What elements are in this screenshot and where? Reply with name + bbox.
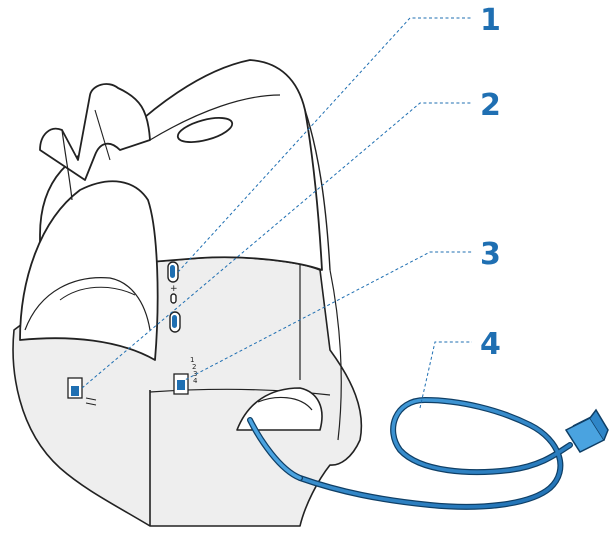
config-dial-jack[interactable]: 1 2 3 4 (173, 356, 198, 395)
svg-text:4: 4 (193, 377, 198, 385)
leader-3 (180, 251, 472, 383)
callout-4: 4 (480, 327, 501, 362)
rj-plug (564, 408, 609, 453)
svg-text:2: 2 (192, 363, 196, 371)
callout-leaders (81, 17, 472, 409)
cradle-body (19, 59, 331, 361)
callout-labels: 1 2 3 4 (480, 3, 501, 362)
callout-3: 3 (480, 237, 501, 272)
leader-4 (419, 341, 472, 409)
callout-2: 2 (480, 88, 501, 123)
svg-text:+: + (170, 284, 178, 294)
mute-indicator (170, 293, 177, 304)
leader-1 (177, 17, 472, 273)
svg-text:1: 1 (190, 356, 194, 364)
cradle-left-wing (19, 180, 159, 361)
base-opening (236, 387, 323, 431)
headset-holder (39, 83, 151, 181)
callout-1: 1 (480, 3, 501, 38)
telephone-cable[interactable] (247, 397, 573, 510)
volume-controls: + (167, 261, 181, 333)
top-slot (176, 117, 234, 143)
svg-text:3: 3 (193, 370, 197, 378)
leader-2 (81, 102, 472, 389)
